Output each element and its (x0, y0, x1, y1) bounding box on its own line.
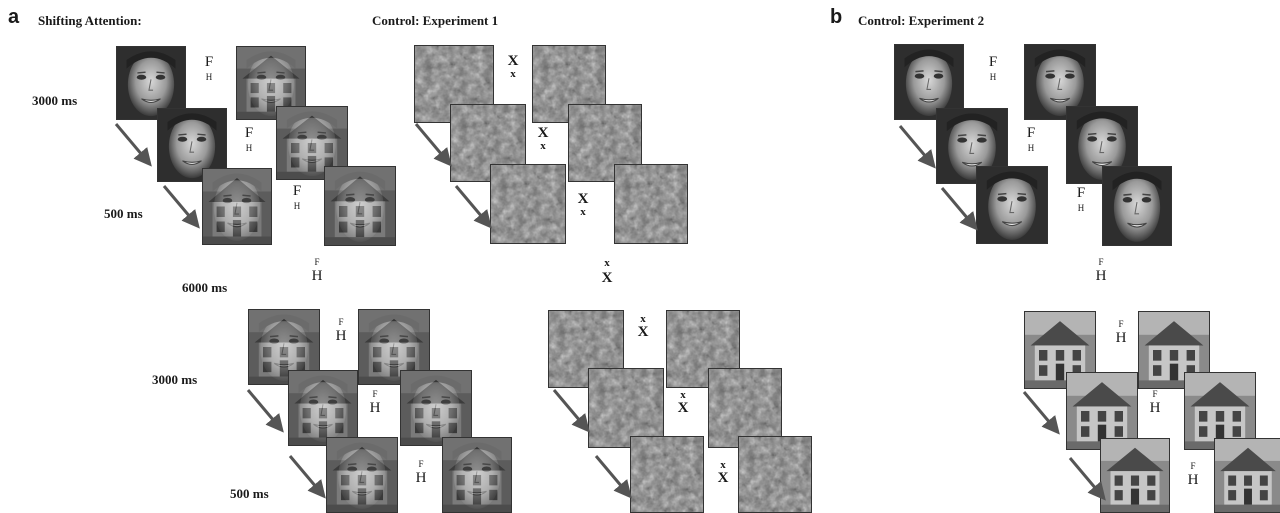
shifting-attention-title: Shifting Attention: (38, 13, 142, 28)
noise-image (568, 104, 642, 182)
noise-image (548, 310, 624, 388)
noise-image (630, 436, 704, 513)
face-house-composite-image (442, 437, 512, 513)
face-image (1024, 44, 1096, 120)
face-image (894, 44, 964, 120)
arrow-icon (552, 389, 590, 433)
face-image (116, 46, 186, 120)
timing-500-bottom: 500 ms (230, 486, 269, 501)
face-house-composite-image (202, 168, 272, 245)
noise-image (614, 164, 688, 244)
timing-3000-top: 3000 ms (32, 93, 78, 108)
face-house-composite-image (248, 309, 320, 385)
arrow-icon (594, 455, 632, 499)
control-experiment-2-title: Control: Experiment 2 (858, 13, 985, 28)
panel-b-letter: b (830, 6, 843, 28)
panel-a-letter: a (8, 6, 20, 28)
face-house-composite-image (324, 166, 396, 246)
timing-3000-bottom: 3000 ms (152, 372, 198, 387)
arrow-icon (454, 185, 492, 229)
arrow-icon (414, 123, 452, 167)
face-house-composite-image (358, 309, 430, 385)
house-image (1024, 311, 1096, 389)
house-image (1214, 438, 1280, 513)
noise-image (666, 310, 740, 388)
face-image (1102, 166, 1172, 246)
face-house-composite-image (326, 437, 398, 513)
arrow-icon (940, 187, 978, 231)
face-image (936, 108, 1008, 184)
noise-image (588, 368, 664, 448)
timing-6000: 6000 ms (182, 280, 228, 295)
face-house-composite-image (236, 46, 306, 120)
arrow-icon (288, 455, 326, 499)
arrow-icon (246, 389, 284, 433)
noise-image (450, 104, 526, 182)
arrow-icon (1068, 457, 1106, 501)
arrow-icon (1022, 391, 1060, 435)
arrow-icon (162, 185, 200, 229)
timing-500-top: 500 ms (104, 206, 143, 221)
face-house-composite-image (276, 106, 348, 180)
face-house-composite-image (400, 370, 472, 446)
arrow-icon (114, 123, 152, 167)
arrow-icon (898, 125, 936, 169)
noise-image (490, 164, 566, 244)
face-house-composite-image (288, 370, 358, 446)
face-image (976, 166, 1048, 244)
noise-image (738, 436, 812, 513)
house-image (1138, 311, 1210, 389)
face-image (157, 108, 227, 182)
control-experiment-1-title: Control: Experiment 1 (372, 13, 499, 28)
